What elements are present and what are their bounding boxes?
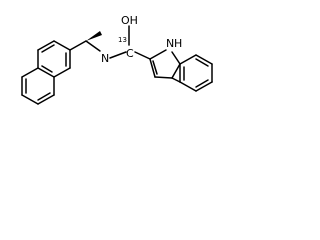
carbon-to-indole-bond xyxy=(134,51,151,60)
indole-benzene-ring xyxy=(171,54,213,92)
methyl-wedge-bond xyxy=(86,31,102,41)
n-to-carbonyl-bond xyxy=(109,51,127,59)
amide-nitrogen-label: N xyxy=(101,52,109,65)
amide-linkage: N 13 C OH xyxy=(101,14,151,65)
carbon-13-label: C xyxy=(126,47,134,60)
naphthalene-ring-upper xyxy=(37,40,71,78)
chiral-center xyxy=(69,31,102,52)
structure-canvas: N 13 C OH N H xyxy=(0,0,250,153)
indole-pyrrole-ring: N H xyxy=(149,37,182,79)
indole-nitrogen-label: N xyxy=(166,37,174,50)
naphthalene-ring-lower xyxy=(21,67,55,105)
indole-hydrogen-label: H xyxy=(174,37,182,50)
isotope-13-label: 13 xyxy=(118,36,127,44)
chiral-to-nitrogen-bond xyxy=(85,40,101,52)
ring-to-chiral-bond xyxy=(69,40,87,51)
molecule-drawing: N 13 C OH N H xyxy=(21,14,213,105)
hydroxyl-label: OH xyxy=(121,14,138,27)
